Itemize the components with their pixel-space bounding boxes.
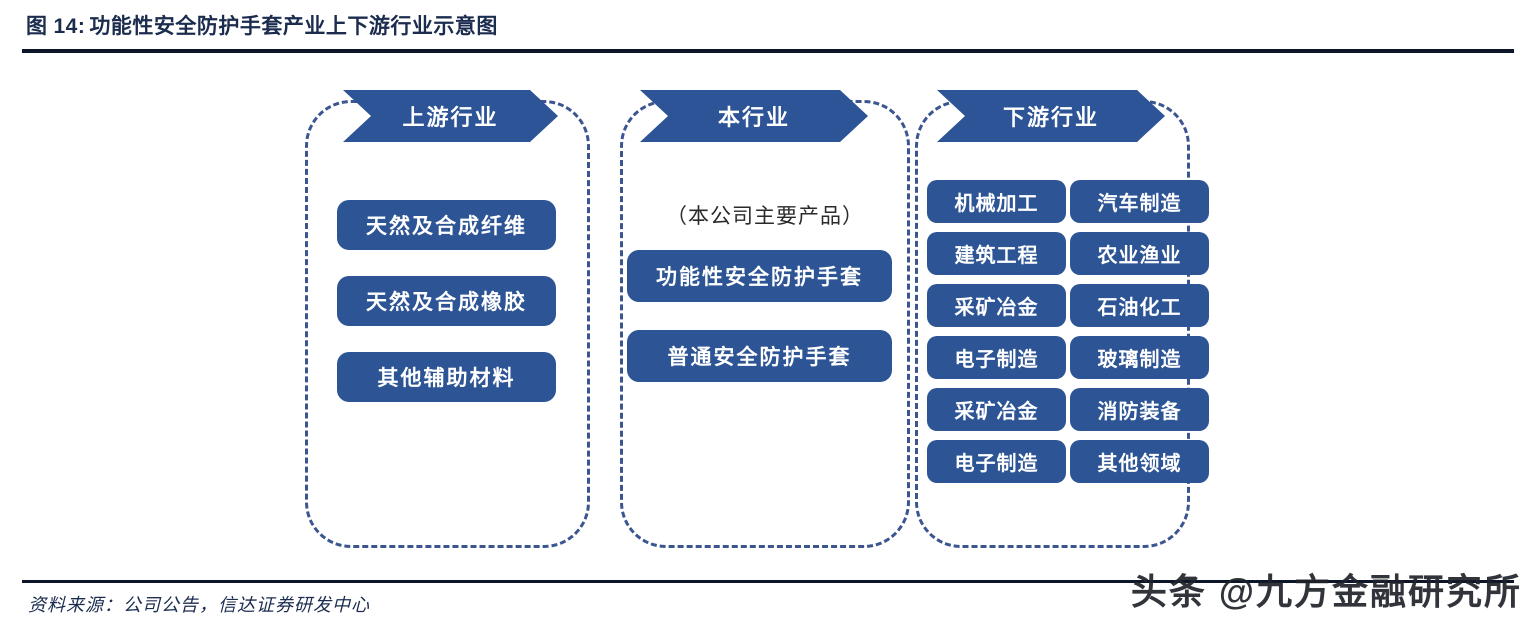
list-item[interactable]: 建筑工程 — [927, 232, 1066, 275]
current-banner: 本行业 — [640, 90, 868, 142]
upstream-item-list: 天然及合成纤维 天然及合成橡胶 其他辅助材料 — [337, 200, 556, 428]
list-item[interactable]: 石油化工 — [1070, 284, 1209, 327]
list-item[interactable]: 汽车制造 — [1070, 180, 1209, 223]
list-item[interactable]: 普通安全防护手套 — [627, 330, 892, 382]
list-item[interactable]: 天然及合成纤维 — [337, 200, 556, 250]
table-row: 电子制造 其他领域 — [927, 440, 1209, 483]
figure-title-text: 功能性安全防护手套产业上下游行业示意图 — [89, 15, 498, 38]
source-note: 资料来源：公司公告，信达证券研发中心 — [28, 595, 370, 615]
list-item[interactable]: 玻璃制造 — [1070, 336, 1209, 379]
current-note-label: （本公司主要产品） — [666, 205, 864, 228]
upstream-banner: 上游行业 — [343, 90, 558, 142]
list-item[interactable]: 功能性安全防护手套 — [627, 250, 892, 302]
table-row: 电子制造 玻璃制造 — [927, 336, 1209, 379]
list-item[interactable]: 天然及合成橡胶 — [337, 276, 556, 326]
figure-number: 14: — [53, 15, 86, 38]
list-item[interactable]: 采矿冶金 — [927, 284, 1066, 327]
table-row: 采矿冶金 石油化工 — [927, 284, 1209, 327]
table-row: 建筑工程 农业渔业 — [927, 232, 1209, 275]
list-item[interactable]: 机械加工 — [927, 180, 1066, 223]
current-item-list: 功能性安全防护手套 普通安全防护手套 — [627, 250, 892, 410]
list-item[interactable]: 农业渔业 — [1070, 232, 1209, 275]
footer-divider — [22, 580, 1514, 583]
table-row: 机械加工 汽车制造 — [927, 180, 1209, 223]
downstream-item-grid: 机械加工 汽车制造 建筑工程 农业渔业 采矿冶金 石油化工 电子制造 玻璃制造 … — [927, 180, 1209, 483]
list-item[interactable]: 其他辅助材料 — [337, 352, 556, 402]
header-divider — [22, 49, 1514, 53]
list-item[interactable]: 其他领域 — [1070, 440, 1209, 483]
list-item[interactable]: 消防装备 — [1070, 388, 1209, 431]
list-item[interactable]: 电子制造 — [927, 336, 1066, 379]
table-row: 采矿冶金 消防装备 — [927, 388, 1209, 431]
industry-chain-diagram: 上游行业 天然及合成纤维 天然及合成橡胶 其他辅助材料 本行业 （本公司主要产品… — [0, 52, 1536, 557]
watermark: 头条 @九方金融研究所 — [1130, 571, 1522, 612]
figure-prefix: 图 — [26, 15, 48, 38]
downstream-banner: 下游行业 — [937, 90, 1165, 142]
list-item[interactable]: 电子制造 — [927, 440, 1066, 483]
list-item[interactable]: 采矿冶金 — [927, 388, 1066, 431]
